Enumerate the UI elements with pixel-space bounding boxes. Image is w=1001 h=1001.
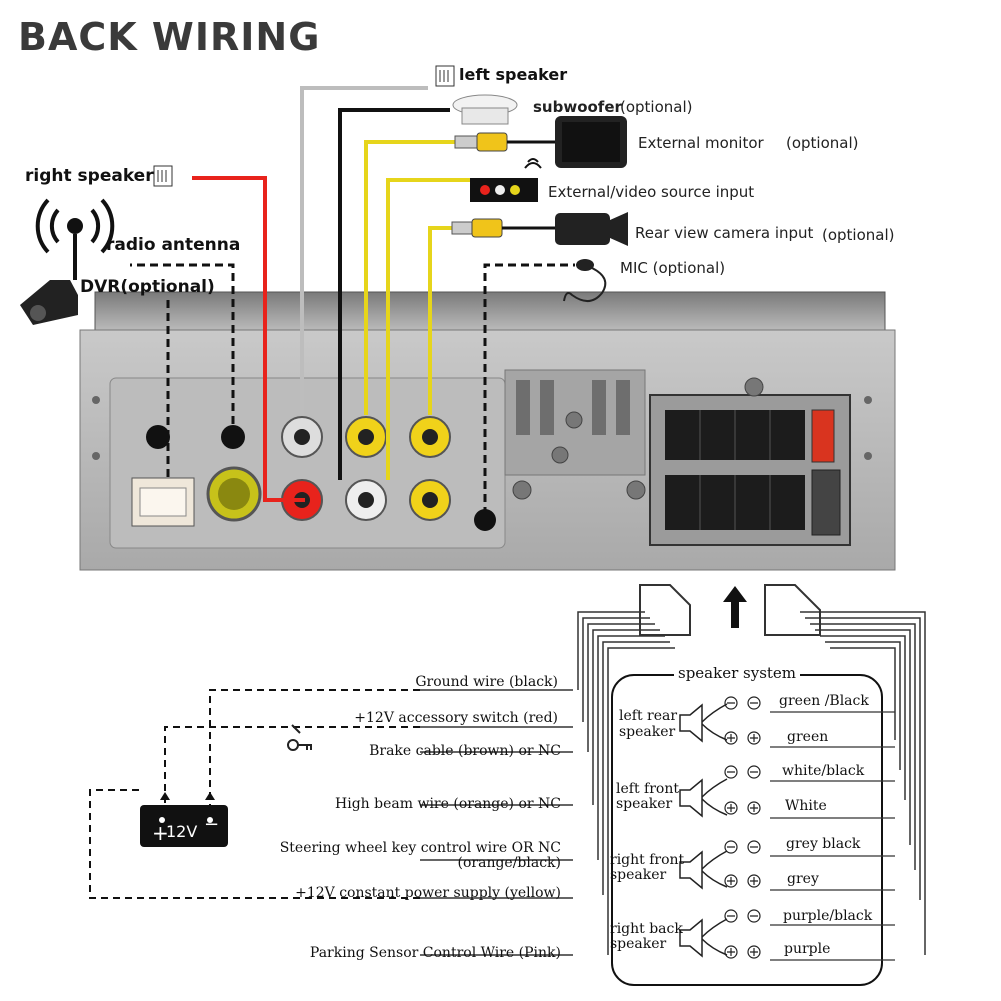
left-front-neg-wire: white/black (782, 763, 865, 779)
dashed-top-wires (130, 263, 575, 515)
key-switch-icon (287, 724, 312, 751)
parking-sensor-wire-label: Parking Sensor Control Wire (Pink) (309, 945, 561, 961)
right-back-speaker-name: right back (610, 921, 683, 937)
rear-camera-optional-label: (optional) (822, 226, 895, 244)
steering-wheel-wire-label: Steering wheel key control wire OR NC (279, 840, 561, 856)
speaker-system-title: speaker system (674, 666, 801, 681)
camera-plug-icon (451, 218, 555, 238)
speaker-wire-leaders (770, 711, 895, 961)
external-monitor-optional-label: (optional) (786, 134, 859, 152)
left-rear-speaker-name: left rear (619, 708, 678, 724)
left-front-pos-wire: White (785, 798, 827, 814)
mic-icon (563, 259, 607, 302)
dvr-camera-icon (20, 280, 78, 325)
mic-label: MIC (optional) (620, 259, 726, 277)
speaker-system-icons (679, 703, 728, 958)
left-front-speaker-name: left front (616, 781, 679, 797)
right-front-speaker-icon (679, 850, 728, 890)
yellow-rca-plug-icon (454, 132, 555, 152)
terminal-symbols (724, 696, 761, 959)
rear-camera-label: Rear view camera input (635, 224, 814, 242)
av-input-box-icon (470, 158, 542, 202)
page-title: BACK WIRING (18, 15, 321, 59)
radio-antenna-label: radio antenna (106, 235, 241, 255)
up-arrow-icon (723, 586, 747, 628)
constant-power-wire-label: +12V constant power supply (yellow) (295, 885, 561, 901)
battery-label: 12V (166, 822, 198, 841)
rear-camera-icon (555, 212, 628, 246)
left-rear-speaker-icon (679, 703, 728, 743)
left-front-speaker-name-2: speaker (616, 796, 673, 812)
steering-wheel-wire-label-2: (orange/black) (457, 855, 561, 871)
left-front-speaker-icon (679, 778, 728, 818)
wire-leader-lines (420, 689, 573, 956)
acc-switch-wire-label: +12V accessory switch (red) (354, 710, 558, 726)
svg-text:−: − (204, 814, 219, 835)
left-rear-pos-wire: green (787, 729, 829, 745)
battery-wires (89, 689, 420, 899)
right-back-speaker-name-2: speaker (610, 936, 667, 952)
high-beam-wire-label: High beam wire (orange) or NC (335, 796, 561, 812)
brake-wire-label: Brake cable (brown) or NC (369, 743, 561, 759)
video-source-label: External/video source input (548, 183, 755, 201)
subwoofer-optional-label: (optional) (620, 98, 693, 116)
left-speaker-icon (435, 65, 455, 87)
left-rear-speaker-name-2: speaker (619, 724, 676, 740)
rca-jacks (281, 416, 496, 531)
battery-icon: + − (140, 792, 228, 847)
right-back-speaker-icon (679, 918, 728, 958)
left-speaker-label: left speaker (459, 65, 568, 84)
harness-wires (577, 611, 926, 955)
left-rear-neg-wire: green /Black (779, 693, 869, 709)
right-speaker-icon (153, 165, 173, 187)
subwoofer-icon (452, 94, 518, 125)
right-back-neg-wire: purple/black (783, 908, 873, 924)
right-back-pos-wire: purple (784, 941, 831, 957)
external-monitor-icon (555, 116, 627, 168)
external-monitor-label: External monitor (638, 134, 764, 152)
svg-text:+: + (152, 821, 169, 845)
right-front-speaker-name: right front (610, 852, 685, 868)
head-unit-rear-panel (79, 291, 896, 571)
right-front-speaker-name-2: speaker (610, 867, 667, 883)
right-speaker-label: right speaker (25, 166, 154, 186)
harness-plugs (639, 584, 821, 636)
right-front-neg-wire: grey black (786, 836, 861, 852)
radio-antenna-icon (35, 198, 115, 280)
dvr-label: DVR(optional) (80, 277, 215, 297)
right-front-pos-wire: grey (787, 871, 819, 887)
subwoofer-label: subwoofer (533, 98, 622, 116)
top-wires (192, 86, 470, 502)
ground-wire-label: Ground wire (black) (415, 674, 558, 690)
